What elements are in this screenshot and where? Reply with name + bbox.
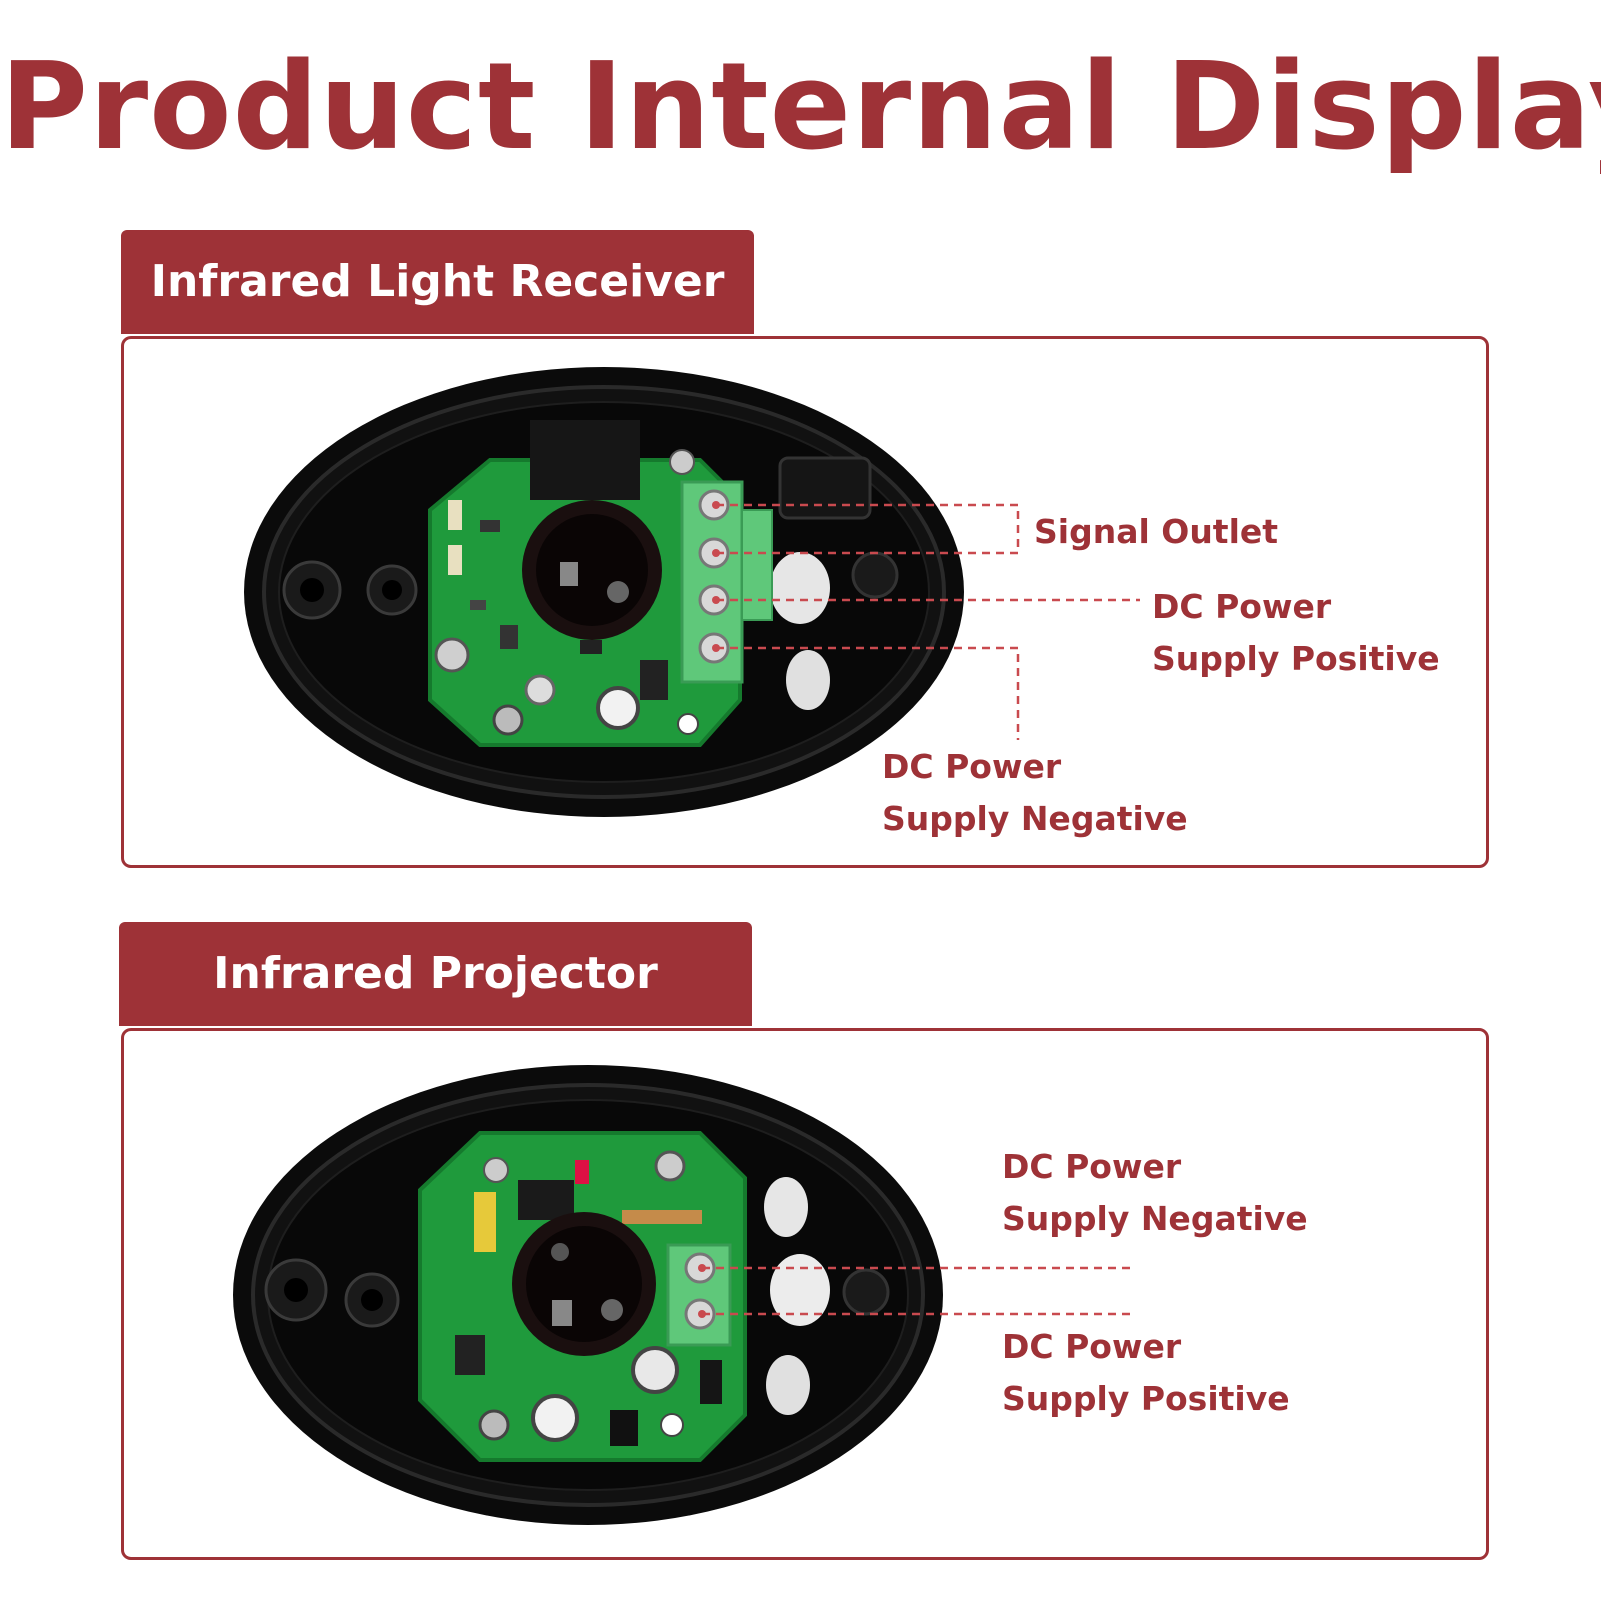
receiver-dc-positive-label: DC Power Supply Positive [1152,581,1440,685]
projector-panel [121,1028,1489,1560]
projector-dc-positive-line2: Supply Positive [1002,1379,1290,1418]
receiver-dc-positive-line1: DC Power [1152,587,1332,626]
receiver-signal-outlet-text: Signal Outlet [1034,512,1279,551]
receiver-dc-negative-label: DC Power Supply Negative [882,741,1188,845]
projector-dc-negative-line2: Supply Negative [1002,1199,1308,1238]
receiver-dc-positive-line2: Supply Positive [1152,639,1440,678]
receiver-dc-negative-line1: DC Power [882,747,1062,786]
projector-dc-positive-label: DC Power Supply Positive [1002,1321,1290,1425]
projector-heading-tab: Infrared Projector [119,922,752,1026]
receiver-heading-tab: Infrared Light Receiver [121,230,754,334]
receiver-panel [121,336,1489,868]
projector-heading: Infrared Projector [213,948,658,999]
page-title: Product Internal Display [0,38,1601,177]
projector-dc-negative-label: DC Power Supply Negative [1002,1141,1308,1245]
receiver-heading: Infrared Light Receiver [150,256,725,307]
projector-dc-negative-line1: DC Power [1002,1147,1182,1186]
projector-dc-positive-line1: DC Power [1002,1327,1182,1366]
receiver-signal-outlet-label: Signal Outlet [1034,506,1278,558]
receiver-dc-negative-line2: Supply Negative [882,799,1188,838]
